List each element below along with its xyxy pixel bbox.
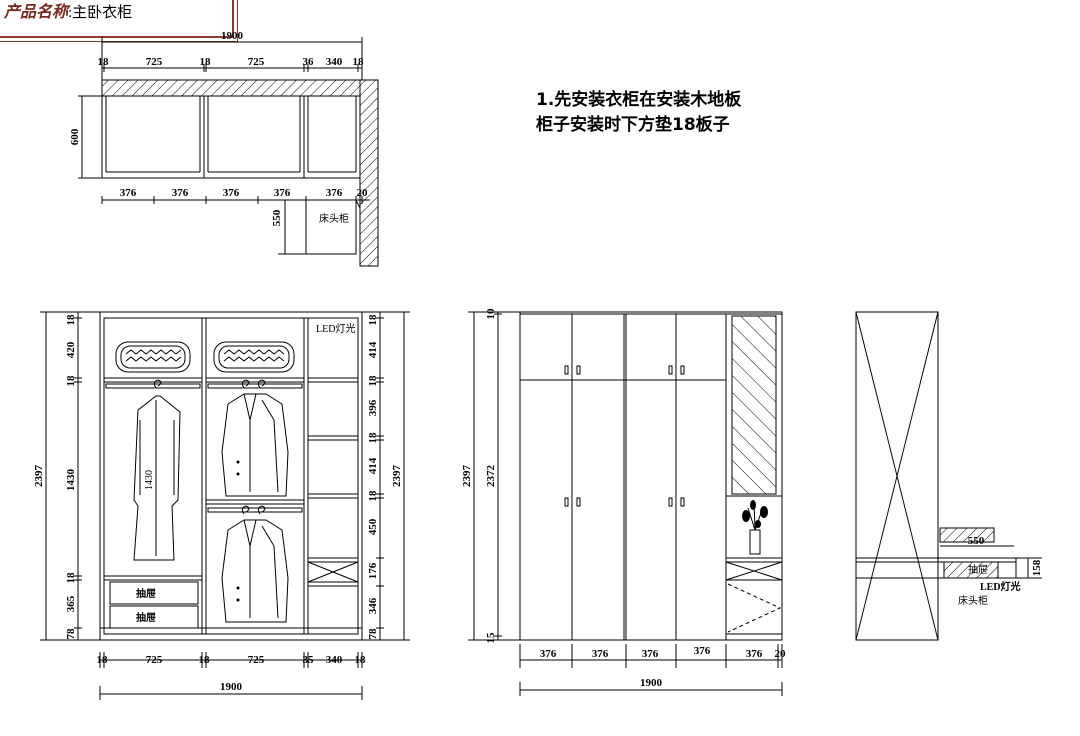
vase-icon — [742, 500, 768, 555]
interior-bottom-dim-3: 18 — [199, 654, 211, 666]
front-total-dim: 1900 — [640, 677, 663, 689]
front-height-dim: 2372 — [485, 465, 497, 488]
front-bottom-dim: 15 — [485, 632, 497, 644]
interior-left-dim-2: 420 — [65, 341, 77, 358]
interior-right-dim-11: 78 — [367, 628, 379, 640]
front-bottom-dim-6: 20 — [775, 648, 787, 660]
interior-right-total-dim: 2397 — [391, 465, 403, 488]
interior-bottom-dim-2: 725 — [146, 654, 163, 666]
plan-depth-dim: 600 — [69, 128, 81, 145]
plan-view: 1900 18 725 18 725 36 340 18 — [69, 30, 379, 267]
folded-blanket-right — [213, 341, 295, 373]
interior-bottom-dim-5: 35 — [303, 654, 315, 666]
install-note-line-1: 1.先安装衣柜在安装木地板 — [536, 90, 742, 110]
interior-right-dim-10: 346 — [367, 597, 379, 614]
plan-top-dim-5: 36 — [303, 56, 315, 68]
interior-left-dim-4: 1430 — [65, 469, 77, 492]
plan-top-dim-4: 725 — [248, 56, 265, 68]
hang-height-mark: 1430 — [144, 470, 155, 490]
plan-total-dim: 1900 — [221, 30, 244, 42]
drawer-label-1: 抽屉 — [136, 587, 156, 600]
long-coat-icon — [133, 379, 181, 561]
interior-bottom-dim-4: 725 — [248, 654, 265, 666]
product-name-value: :主卧衣柜 — [68, 5, 133, 21]
front-top-dim: 10 — [485, 308, 497, 320]
side-led-label: LED灯光 — [980, 580, 1021, 593]
interior-left-dim-1: 18 — [65, 314, 77, 326]
interior-left-dim-5: 18 — [65, 572, 77, 584]
interior-left-dim-3: 18 — [65, 375, 77, 387]
install-note-line-2: 柜子安装时下方垫18板子 — [536, 115, 730, 135]
folded-blanket-left — [115, 341, 191, 373]
plan-bottom-dim-1: 376 — [120, 187, 137, 199]
product-name: 产品名称:主卧衣柜 — [4, 0, 132, 22]
plan-bottom-dim-3: 376 — [223, 187, 240, 199]
interior-left-dim-7: 78 — [65, 628, 77, 640]
interior-led-label: LED灯光 — [316, 322, 355, 335]
interior-right-dim-3: 18 — [367, 375, 379, 387]
interior-right-dim-5: 18 — [367, 432, 379, 444]
front-total-height-dim: 2397 — [461, 465, 473, 488]
side-elevation: 550 抽屉 LED灯光 床头柜 158 — [855, 311, 1043, 641]
side-550-dim: 550 — [968, 535, 985, 547]
interior-right-dim-7: 18 — [367, 490, 379, 502]
interior-bottom-dim-1: 18 — [97, 654, 109, 666]
interior-right-dim-4: 396 — [367, 399, 379, 416]
interior-left-dim-6: 365 — [65, 595, 77, 612]
front-bottom-dim-1: 376 — [540, 648, 557, 660]
plan-top-dim-7: 18 — [353, 56, 365, 68]
plan-bottom-dim-4: 376 — [274, 187, 291, 199]
front-elevation: 2397 10 2372 15 376 376 376 376 376 20 1… — [461, 308, 786, 696]
interior-elevation: LED灯光 1430 — [33, 311, 410, 700]
plan-top-dim-2: 725 — [146, 56, 163, 68]
interior-right-dim-1: 18 — [367, 314, 379, 326]
interior-right-dim-2: 414 — [367, 341, 379, 358]
product-name-label: 产品名称 — [4, 4, 69, 21]
plan-top-dim-3: 18 — [200, 56, 212, 68]
product-name-box — [0, 0, 234, 38]
plan-top-dim-6: 340 — [326, 56, 343, 68]
interior-right-dim-6: 414 — [367, 457, 379, 474]
side-158-dim: 158 — [1031, 559, 1043, 576]
interior-total-dim: 1900 — [220, 681, 243, 693]
interior-right-dim-8: 450 — [367, 518, 379, 535]
interior-right-dim-9: 176 — [367, 562, 379, 579]
install-note: 1.先安装衣柜在安装木地板 柜子安装时下方垫18板子 — [536, 88, 741, 138]
side-bedside-label: 床头柜 — [958, 594, 988, 607]
plan-bottom-dim-2: 376 — [172, 187, 189, 199]
front-bottom-dim-5: 376 — [746, 648, 763, 660]
front-bottom-dim-3: 376 — [642, 648, 659, 660]
front-bottom-dim-4: 376 — [694, 645, 711, 657]
interior-bottom-dim-7: 18 — [355, 654, 367, 666]
interior-bottom-dim-6: 340 — [326, 654, 343, 666]
plan-top-dim-1: 18 — [98, 56, 110, 68]
plan-bedside-label: 床头柜 — [319, 212, 349, 225]
drawer-label-2: 抽屉 — [136, 611, 156, 624]
plan-bottom-dim-6: 20 — [357, 187, 369, 199]
side-drawer-label: 抽屉 — [968, 563, 988, 576]
plan-bottom-dim-5: 376 — [326, 187, 343, 199]
jackets-upper-icon — [221, 379, 289, 497]
front-bottom-dim-2: 376 — [592, 648, 609, 660]
interior-left-total-dim: 2397 — [33, 465, 45, 488]
plan-ext-depth-dim: 550 — [271, 209, 283, 226]
jackets-lower-icon — [221, 505, 289, 623]
